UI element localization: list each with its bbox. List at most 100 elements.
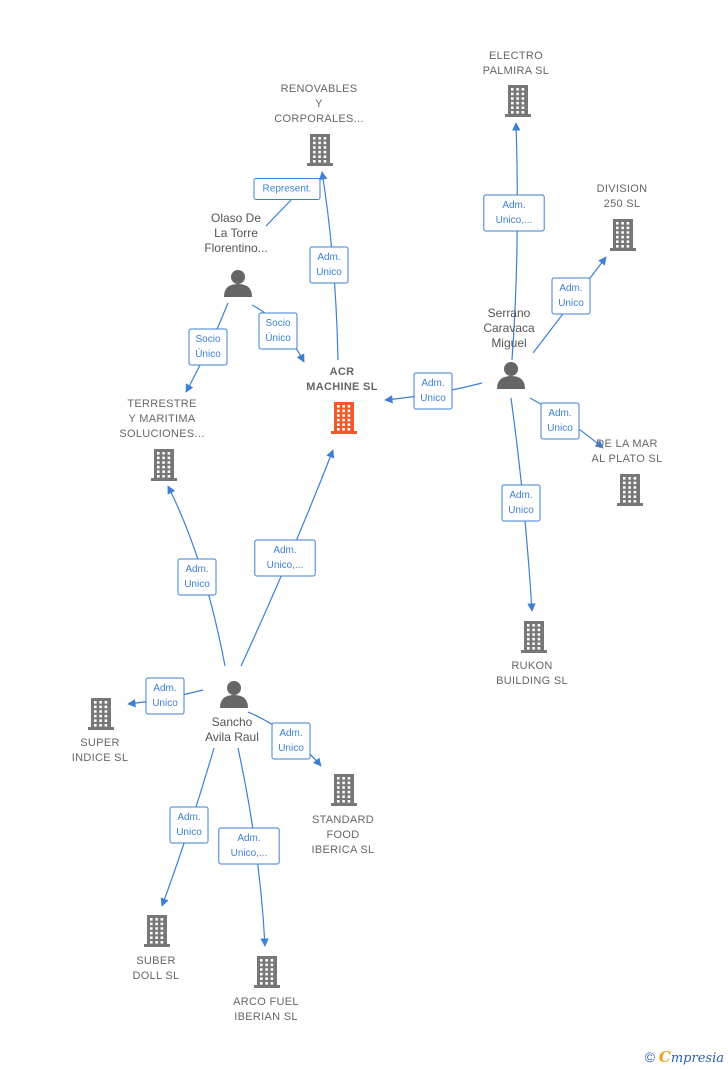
edge-label-sancho-to-suber[interactable]: Adm. Unico <box>169 806 209 844</box>
node-label-terrestre: Y MARITIMA <box>129 413 196 425</box>
footer-brand: © Cmpresia <box>645 1048 724 1066</box>
edge-label-text: Adm. <box>548 408 571 419</box>
edge-label-sancho-to-standard[interactable]: Adm. Unico <box>271 722 311 760</box>
edge-label-sancho-to-terrestre[interactable]: Adm. Unico <box>177 558 217 596</box>
edge-label-serrano-to-acr[interactable]: Adm. Unico <box>413 372 453 410</box>
node-label-renovables: CORPORALES... <box>274 113 363 125</box>
node-label-electro: ELECTRO <box>489 50 543 62</box>
edge-label-text: Adm. <box>317 252 340 263</box>
edge-label-serrano-to-rukon[interactable]: Adm. Unico <box>501 484 541 522</box>
node-label-standard: STANDARD <box>312 814 374 826</box>
edge-label-serrano-to-electro[interactable]: Adm.Unico,... <box>483 194 545 232</box>
edge-label-text: Socio <box>195 334 220 345</box>
building-icon <box>151 449 177 481</box>
node-label-sancho: Sancho <box>212 715 253 729</box>
edge-label-text: Adm. <box>509 490 532 501</box>
node-label-olaso: La Torre <box>214 226 258 240</box>
edge-label-text: Adm. <box>185 564 208 575</box>
edge-label-text: Unico <box>278 743 304 754</box>
edge-label-text: Unico <box>558 298 584 309</box>
copyright-symbol: © <box>644 1049 655 1065</box>
edge-label-text: Unico,... <box>267 560 304 571</box>
building-icon <box>331 402 357 434</box>
node-label-suber: DOLL SL <box>133 970 180 982</box>
node-label-olaso: Olaso De <box>211 211 261 225</box>
node-label-electro: PALMIRA SL <box>483 65 549 77</box>
node-label-division: 250 SL <box>604 198 641 210</box>
edge-label-text: Unico <box>420 393 446 404</box>
edge-label-text: Único <box>195 347 221 360</box>
edge-label-acr-to-renovables[interactable]: Adm. Unico <box>309 246 349 284</box>
edge-label-text: Represent. <box>263 184 312 195</box>
edge-label-text: Unico,... <box>231 848 268 859</box>
node-label-terrestre: SOLUCIONES... <box>119 428 204 440</box>
building-icon <box>144 915 170 947</box>
edge-serrano-to-electro <box>511 122 521 361</box>
node-label-rukon: RUKON <box>511 660 552 672</box>
building-icon <box>505 85 531 117</box>
edge-label-text: Unico <box>508 505 534 516</box>
building-icon <box>610 219 636 251</box>
edge-label-text: Adm. <box>421 378 444 389</box>
node-renovables[interactable]: RENOVABLES Y CORPORALES... <box>274 83 363 166</box>
edge-label-serrano-to-division[interactable]: Adm. Unico <box>551 277 591 315</box>
node-label-suber: SUBER <box>136 955 175 967</box>
building-icon <box>331 774 357 806</box>
node-electro[interactable]: ELECTRO PALMIRA SL <box>483 50 549 117</box>
node-label-delamar: AL PLATO SL <box>592 453 663 465</box>
person-icon <box>224 270 252 297</box>
edge-label-olaso-to-renovables[interactable]: Represent. <box>253 178 321 200</box>
node-label-super: INDICE SL <box>72 752 129 764</box>
node-label-standard: FOOD <box>327 829 360 841</box>
edge-label-sancho-to-arco[interactable]: Adm. Unico,... <box>218 827 280 865</box>
edge-label-text: Unico <box>176 827 202 838</box>
node-label-renovables: RENOVABLES <box>281 83 358 95</box>
node-label-delamar: DE LA MAR <box>596 438 657 450</box>
edge-label-sancho-to-acr[interactable]: Adm.Unico,... <box>254 539 316 577</box>
edge-label-serrano-to-delamar[interactable]: Adm.Unico <box>540 402 580 440</box>
node-label-acr: MACHINE SL <box>306 381 377 393</box>
edge-label-text: Adm. <box>279 728 302 739</box>
node-label-serrano: Miguel <box>491 336 526 350</box>
edge-label-text: Socio <box>265 318 290 329</box>
person-icon <box>497 362 525 389</box>
node-label-rukon: BUILDING SL <box>496 675 568 687</box>
edge-label-text: Adm. <box>237 833 260 844</box>
node-label-sancho: Avila Raul <box>205 730 259 744</box>
edge-label-text: Adm. <box>177 812 200 823</box>
edge-label-text: Unico <box>184 579 210 590</box>
node-rukon[interactable]: RUKON BUILDING SL <box>496 621 568 687</box>
edge-label-text: Único <box>265 331 291 344</box>
edge-label-text: Unico <box>316 267 342 278</box>
node-acr[interactable]: ACR MACHINE SL <box>306 366 377 434</box>
node-label-renovables: Y <box>315 98 323 110</box>
node-delamar[interactable]: DE LA MAR AL PLATO SL <box>592 438 663 506</box>
brand-logo[interactable]: Cmpresia <box>658 1048 724 1066</box>
building-icon <box>617 474 643 506</box>
edge-label-text: Unico <box>152 698 178 709</box>
node-label-serrano: Serrano <box>488 306 531 320</box>
node-suber[interactable]: SUBER DOLL SL <box>133 915 180 982</box>
node-label-arco: IBERIAN SL <box>234 1011 298 1023</box>
node-label-super: SUPER <box>80 737 119 749</box>
node-standard[interactable]: STANDARD FOOD IBERICA SL <box>312 774 375 856</box>
node-terrestre[interactable]: TERRESTRE Y MARITIMA SOLUCIONES... <box>119 398 204 481</box>
edge-label-text: Unico,... <box>496 215 533 226</box>
building-icon <box>88 698 114 730</box>
edge-label-text: Adm. <box>153 683 176 694</box>
node-label-standard: IBERICA SL <box>312 844 375 856</box>
node-label-acr: ACR <box>330 366 355 378</box>
node-label-olaso: Florentino... <box>204 241 267 255</box>
edge-label-sancho-to-super[interactable]: Adm. Unico <box>145 677 185 715</box>
building-icon <box>254 956 280 988</box>
node-super[interactable]: SUPER INDICE SL <box>72 698 129 764</box>
edge-label-text: Adm. <box>559 283 582 294</box>
node-label-terrestre: TERRESTRE <box>127 398 196 410</box>
